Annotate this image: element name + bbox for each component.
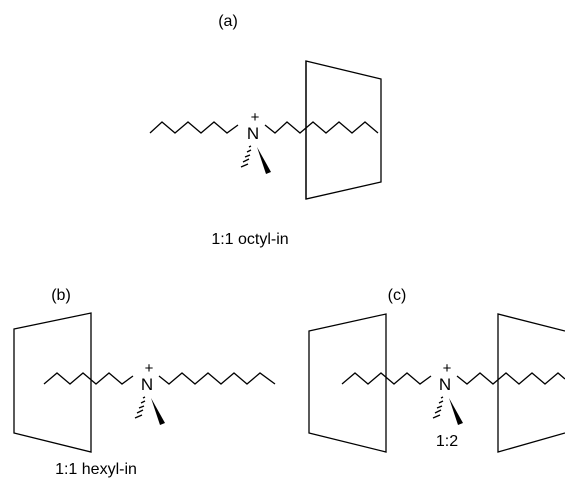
panel-c-label: (c) [388, 287, 407, 304]
panel-a-cyclodextrin-ring [305, 60, 382, 200]
panel-a-right-alkyl-chain [264, 121, 379, 134]
panel-c-right-alkyl-chain [456, 372, 565, 385]
panel-c: (c) N + 1:2 [308, 287, 565, 453]
panel-b: (b) N + 1:1 hexyl-in [13, 287, 276, 478]
panel-a-nitrogen-atom: N [247, 124, 259, 143]
panel-b-caption: 1:1 hexyl-in [55, 461, 137, 478]
panel-b-label: (b) [51, 287, 71, 304]
panel-c-positive-charge: + [443, 360, 452, 377]
panel-c-left-alkyl-chain [341, 372, 432, 385]
panel-c-hashed-methyl-bond [432, 396, 444, 419]
panel-a-label: (a) [218, 13, 238, 30]
panel-c-right-cyclodextrin-ring [497, 313, 565, 453]
panel-b-right-alkyl-chain [158, 372, 276, 385]
panel-a-wedge-methyl-bond [257, 147, 271, 174]
panel-b-positive-charge: + [145, 360, 154, 377]
panel-c-caption: 1:2 [436, 433, 458, 450]
panel-c-left-cyclodextrin-ring [308, 313, 387, 453]
panel-b-cyclodextrin-ring [13, 312, 92, 453]
panel-b-wedge-methyl-bond [151, 398, 165, 425]
panel-a-caption: 1:1 octyl-in [211, 231, 288, 248]
panel-c-nitrogen-atom: N [439, 375, 451, 394]
panel-a-hashed-methyl-bond [240, 145, 252, 168]
panel-a-left-alkyl-chain [149, 121, 239, 134]
panel-b-left-alkyl-chain [43, 372, 134, 385]
panel-a: (a) N + 1:1 octyl-in [149, 13, 382, 248]
panel-b-nitrogen-atom: N [141, 375, 153, 394]
panel-a-positive-charge: + [251, 109, 260, 126]
panel-c-wedge-methyl-bond [449, 398, 463, 425]
panel-b-hashed-methyl-bond [134, 396, 146, 419]
